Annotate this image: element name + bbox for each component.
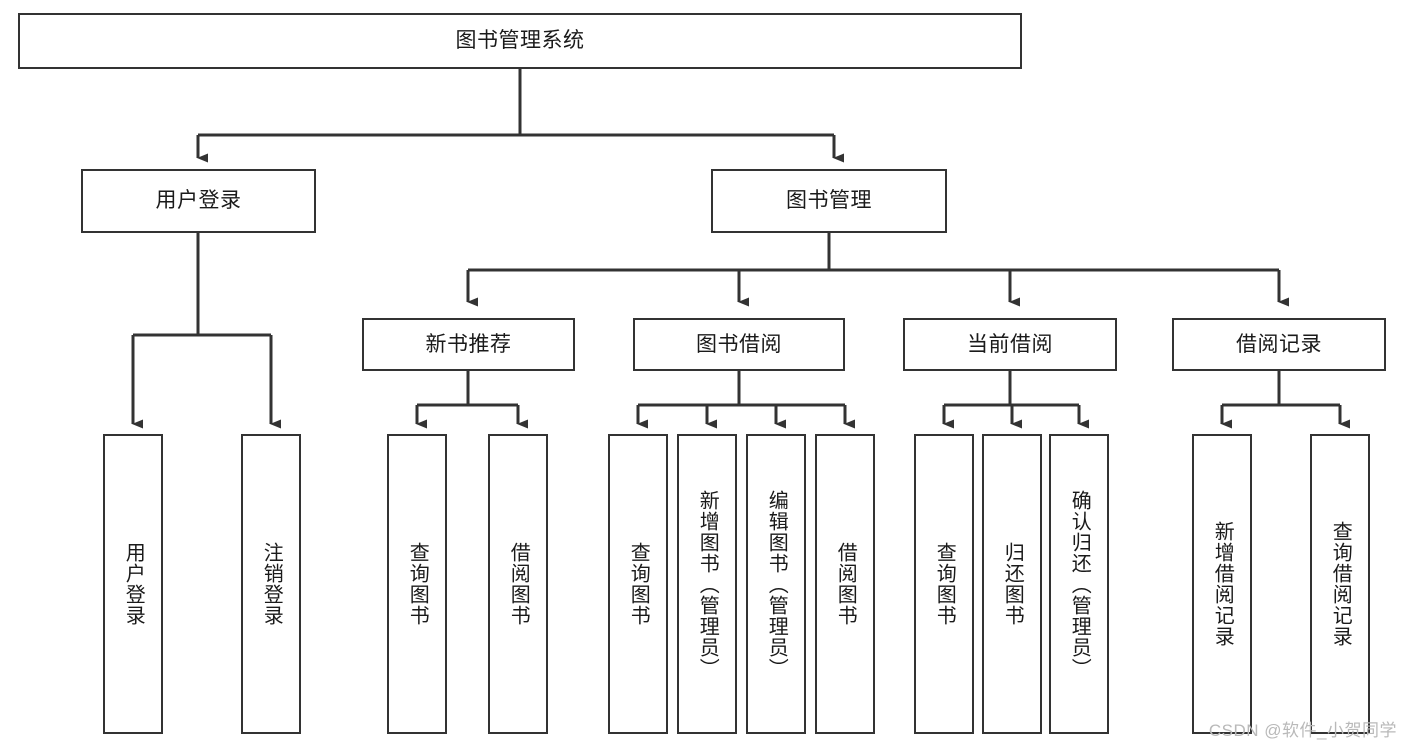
node-leaf-query-book-3-label: 查询图书 xyxy=(933,542,956,626)
node-leaf-borrow-book-2-label: 借阅图书 xyxy=(834,542,857,626)
node-leaf-confirm-return[interactable]: 确认归还（管理员） xyxy=(1049,434,1109,734)
node-leaf-query-record-label: 查询借阅记录 xyxy=(1329,521,1352,647)
node-current-borrow-label: 当前借阅 xyxy=(967,332,1053,356)
node-new-book-rec-label: 新书推荐 xyxy=(425,332,512,356)
node-leaf-borrow-book-1-label: 借阅图书 xyxy=(507,542,530,626)
node-leaf-borrow-book-2[interactable]: 借阅图书 xyxy=(815,434,875,734)
node-book-borrow[interactable]: 图书借阅 xyxy=(633,318,845,371)
node-leaf-borrow-book-1[interactable]: 借阅图书 xyxy=(488,434,548,734)
node-leaf-user-logout[interactable]: 注销登录 xyxy=(241,434,301,734)
node-new-book-rec[interactable]: 新书推荐 xyxy=(362,318,575,371)
node-leaf-add-book[interactable]: 新增图书（管理员） xyxy=(677,434,737,734)
node-leaf-confirm-return-label: 确认归还（管理员） xyxy=(1068,489,1091,679)
node-borrow-record[interactable]: 借阅记录 xyxy=(1172,318,1386,371)
node-root-label: 图书管理系统 xyxy=(455,29,585,53)
node-leaf-add-record[interactable]: 新增借阅记录 xyxy=(1192,434,1252,734)
node-leaf-add-record-label: 新增借阅记录 xyxy=(1211,521,1234,647)
node-leaf-edit-book[interactable]: 编辑图书（管理员） xyxy=(746,434,806,734)
node-leaf-query-record[interactable]: 查询借阅记录 xyxy=(1310,434,1370,734)
node-leaf-user-logout-label: 注销登录 xyxy=(260,542,283,626)
node-leaf-query-book-1[interactable]: 查询图书 xyxy=(387,434,447,734)
node-user-login[interactable]: 用户登录 xyxy=(81,169,316,233)
node-leaf-query-book-2-label: 查询图书 xyxy=(627,542,650,626)
node-leaf-query-book-3[interactable]: 查询图书 xyxy=(914,434,974,734)
node-leaf-return-book-label: 归还图书 xyxy=(1001,542,1024,626)
node-book-borrow-label: 图书借阅 xyxy=(696,332,782,356)
node-leaf-return-book[interactable]: 归还图书 xyxy=(982,434,1042,734)
node-borrow-record-label: 借阅记录 xyxy=(1236,332,1322,356)
node-book-mgmt-label: 图书管理 xyxy=(786,189,872,213)
node-current-borrow[interactable]: 当前借阅 xyxy=(903,318,1117,371)
node-leaf-add-book-label: 新增图书（管理员） xyxy=(696,489,719,679)
node-user-login-label: 用户登录 xyxy=(155,189,242,213)
node-root[interactable]: 图书管理系统 xyxy=(18,13,1022,69)
node-leaf-edit-book-label: 编辑图书（管理员） xyxy=(765,489,788,679)
node-leaf-query-book-2[interactable]: 查询图书 xyxy=(608,434,668,734)
node-book-mgmt[interactable]: 图书管理 xyxy=(711,169,947,233)
node-leaf-user-login[interactable]: 用户登录 xyxy=(103,434,163,734)
node-leaf-user-login-label: 用户登录 xyxy=(122,542,145,626)
node-leaf-query-book-1-label: 查询图书 xyxy=(406,542,429,626)
